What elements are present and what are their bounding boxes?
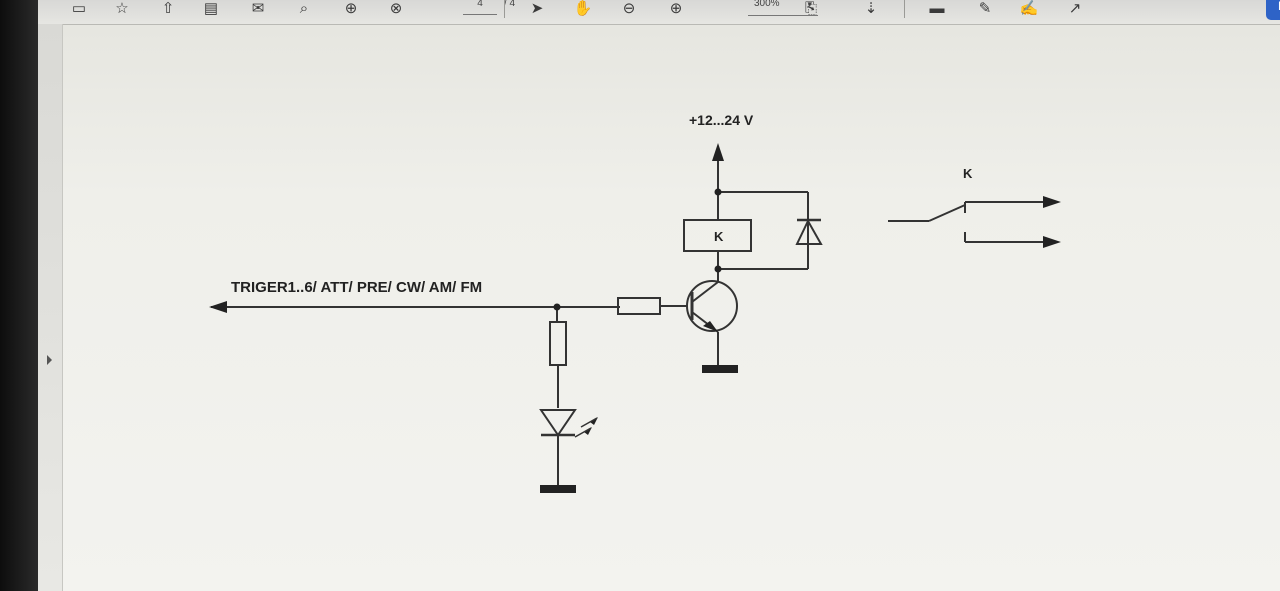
select-arrow-icon[interactable]: ➤ [530,0,544,17]
zoom-select[interactable]: 300% ▾ [748,0,818,16]
transistor-ground [702,365,738,373]
save-icon[interactable]: ▭ [71,0,87,17]
trigger-arrow [209,301,227,313]
window-edge [0,0,38,591]
highlight-icon[interactable]: ✎ [978,0,992,17]
chevron-down-icon: ▾ [807,0,812,9]
flyback-diode [795,218,823,245]
arrow-down-circle-icon[interactable]: ⊗ [389,0,403,17]
contact-arrow-bottom [1043,236,1061,248]
share-button-label: P [1278,0,1280,13]
relay-coil-label: K [714,229,724,244]
led-resistor [549,321,567,366]
base-resistor [617,297,661,315]
page-number-input[interactable]: 4 [463,0,497,15]
side-panel [38,24,63,591]
comment-icon[interactable]: ▬ [929,0,945,17]
arrow-up-circle-icon[interactable]: ⊕ [344,0,358,17]
separator [904,0,905,18]
emitter-arrow [703,321,718,332]
upload-icon[interactable]: ⇧ [161,0,175,17]
panel-toggle-icon[interactable] [47,355,52,365]
trigger-signal-label: TRIGER1..6/ ATT/ PRE/ CW/ AM/ FM [231,279,483,296]
relay-contact-label: K [963,166,973,181]
led-ground [540,485,576,493]
transistor-collector [691,281,719,303]
supply-arrow [712,143,724,161]
hand-icon[interactable]: ✋ [573,0,593,17]
page-fit-icon[interactable]: ⎘ [804,0,817,17]
zoom-in-icon[interactable]: ⊕ [669,0,683,17]
zoom-out-icon[interactable]: ⊖ [622,0,636,17]
transistor-body [686,280,738,332]
star-icon[interactable]: ☆ [115,0,129,17]
zoom-value: 300% [754,0,780,9]
circuit-schematic [209,143,1061,493]
share-button[interactable]: P [1266,0,1280,20]
contact-blade [928,204,966,222]
print-icon[interactable]: ▤ [203,0,219,17]
page-total: / 4 [504,0,516,9]
pdf-toolbar: ▭ ☆ ⇧ ▤ ✉ ⌕ ⊕ ⊗ 4 / 4 ➤ ✋ ⊖ ⊕ 300% ▾ ⎘ ⇣… [38,0,1280,25]
mail-icon[interactable]: ✉ [251,0,265,17]
separator [504,0,505,18]
sign-icon[interactable]: ✍ [1019,0,1039,17]
supply-voltage-label: +12...24 V [689,112,754,128]
pdf-page: +12...24 V TRIGER1..6/ ATT/ PRE/ CW/ AM/… [63,25,1280,591]
contact-arrow-top [1043,196,1061,208]
zoom-search-icon[interactable]: ⌕ [299,0,309,17]
scroll-icon[interactable]: ⇣ [864,0,878,17]
share-icon[interactable]: ↗ [1068,0,1082,17]
indicator-led [539,409,577,437]
